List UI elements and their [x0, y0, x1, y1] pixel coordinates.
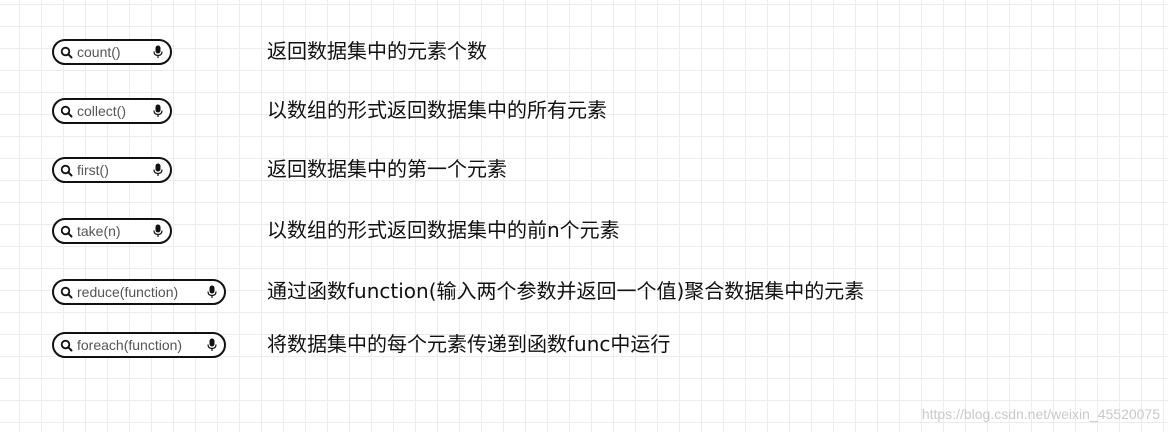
function-description: 通过函数function(输入两个参数并返回一个值)聚合数据集中的元素 [267, 279, 865, 303]
function-label: take(n) [77, 223, 121, 239]
row-first: first() 返回数据集中的第一个元素 [0, 157, 1168, 187]
microphone-icon[interactable] [207, 338, 217, 352]
function-description: 返回数据集中的第一个元素 [267, 157, 507, 181]
search-pill-reduce[interactable]: reduce(function) [52, 279, 226, 305]
microphone-icon[interactable] [153, 224, 163, 238]
row-collect: collect() 以数组的形式返回数据集中的所有元素 [0, 98, 1168, 128]
function-label: reduce(function) [77, 284, 179, 300]
search-icon [60, 164, 73, 176]
row-foreach: foreach(function) 将数据集中的每个元素传递到函数func中运行 [0, 332, 1168, 362]
row-take: take(n) 以数组的形式返回数据集中的前n个元素 [0, 218, 1168, 248]
microphone-icon[interactable] [153, 163, 163, 177]
row-reduce: reduce(function) 通过函数function(输入两个参数并返回一… [0, 279, 1168, 309]
function-label: collect() [77, 103, 127, 119]
search-icon [60, 339, 73, 351]
row-count: count() 返回数据集中的元素个数 [0, 39, 1168, 69]
watermark: https://blog.csdn.net/weixin_45520075 [921, 406, 1160, 422]
microphone-icon[interactable] [153, 104, 163, 118]
function-label: first() [77, 162, 109, 178]
search-pill-foreach[interactable]: foreach(function) [52, 332, 226, 358]
function-label: foreach(function) [77, 337, 183, 353]
microphone-icon[interactable] [207, 285, 217, 299]
search-pill-collect[interactable]: collect() [52, 98, 172, 124]
search-pill-take[interactable]: take(n) [52, 218, 172, 244]
microphone-icon[interactable] [153, 45, 163, 59]
function-description: 以数组的形式返回数据集中的所有元素 [267, 98, 607, 122]
search-icon [60, 286, 73, 298]
function-description: 将数据集中的每个元素传递到函数func中运行 [267, 332, 671, 356]
function-description: 返回数据集中的元素个数 [267, 39, 487, 63]
search-icon [60, 46, 73, 58]
search-icon [60, 225, 73, 237]
search-pill-count[interactable]: count() [52, 39, 172, 65]
search-icon [60, 105, 73, 117]
search-pill-first[interactable]: first() [52, 157, 172, 183]
function-label: count() [77, 44, 121, 60]
function-description: 以数组的形式返回数据集中的前n个元素 [267, 218, 620, 242]
